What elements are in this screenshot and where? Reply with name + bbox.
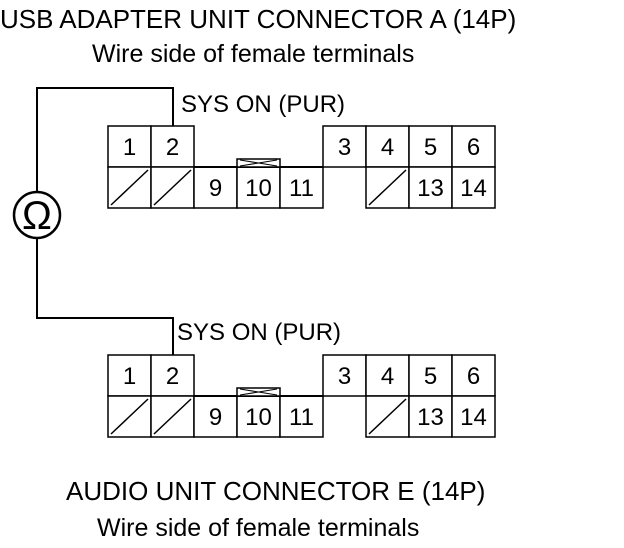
bottom-connector-cavity: 13: [408, 395, 453, 438]
bottom-connector-cavity: 10: [236, 395, 281, 438]
top-connector-lock-tab: [236, 158, 281, 168]
top-connector-pin-label: 4: [381, 134, 394, 161]
test-wires: [36, 87, 174, 356]
bottom-connector-pin-label: 4: [381, 363, 394, 390]
top-connector-cavity: 5: [408, 125, 453, 168]
top-connector-pin-label: 11: [289, 175, 314, 202]
top-connector-subtitle: Wire side of female terminals: [92, 40, 414, 68]
top-connector-pin-label: 9: [209, 175, 222, 202]
top-connector-cavity: 14: [451, 166, 496, 209]
top-connector-pin-label: 6: [467, 134, 480, 161]
bottom-connector-cavity: 2: [150, 354, 195, 397]
top-connector-cavity: 9: [193, 166, 238, 209]
top-connector-unused-cavity-mark: [153, 169, 192, 206]
top-connector-pin-label: 13: [417, 175, 444, 202]
top-connector: 1 2 3 4 5 6 9 10 11 13 14: [107, 125, 496, 209]
bottom-test-lead: [36, 237, 174, 356]
top-connector-cavity: 6: [451, 125, 496, 168]
bottom-connector-pin-label: 13: [417, 404, 444, 431]
bottom-connector-cavity: 1: [107, 354, 152, 397]
top-connector-cavity: 13: [408, 166, 453, 209]
bottom-connector-cavity: 14: [451, 395, 496, 438]
top-connector-cavity: 1: [107, 125, 152, 168]
bottom-connector-cavity: 4: [365, 354, 410, 397]
bottom-connector-cavity: 11: [279, 395, 324, 438]
bottom-connector-pin-label: 1: [123, 363, 136, 390]
bottom-connector-pin-label: 11: [289, 404, 314, 431]
bottom-connector-pin-label: 2: [166, 363, 179, 390]
top-connector-unused-cavity-mark: [110, 169, 149, 206]
top-connector-pin-label: 2: [166, 134, 179, 161]
bottom-connector-cavity: [365, 395, 410, 438]
top-wire-label: SYS ON (PUR): [181, 91, 345, 118]
top-connector-cavity: 11: [279, 166, 324, 209]
bottom-connector-unused-cavity-mark: [368, 398, 407, 435]
top-connector-cavity: [150, 166, 195, 209]
bottom-connector-pin-label: 6: [467, 363, 480, 390]
bottom-connector-cavity: 3: [322, 354, 367, 397]
bottom-connector-cavity: [150, 395, 195, 438]
bottom-wire-label: SYS ON (PUR): [177, 319, 341, 346]
bottom-connector: 1 2 3 4 5 6 9 10 11 13 14: [107, 354, 496, 438]
top-connector-unused-cavity-mark: [368, 169, 407, 206]
bottom-connector-cavity: [107, 395, 152, 438]
top-connector-cavity: [365, 166, 410, 209]
top-connector-cavity: [107, 166, 152, 209]
top-connector-pin-label: 14: [460, 175, 487, 202]
ohmmeter-circle: [12, 190, 62, 240]
bottom-connector-unused-cavity-mark: [153, 398, 192, 435]
bottom-connector-pin-label: 3: [338, 363, 351, 390]
top-connector-title: USB ADAPTER UNIT CONNECTOR A (14P): [0, 4, 516, 34]
top-test-lead: [36, 87, 174, 193]
ohmmeter: Ω: [12, 190, 62, 240]
top-connector-cavity: 2: [150, 125, 195, 168]
top-connector-pin-label: 1: [123, 134, 136, 161]
bottom-connector-cavity: 5: [408, 354, 453, 397]
bottom-connector-pin-label: 5: [424, 363, 437, 390]
top-connector-pin-label: 10: [245, 175, 272, 202]
bottom-connector-pin-label: 14: [460, 404, 487, 431]
top-connector-cavity: 4: [365, 125, 410, 168]
top-connector-pin-label: 3: [338, 134, 351, 161]
bottom-connector-pin-label: 10: [245, 404, 272, 431]
bottom-connector-cavity: 9: [193, 395, 238, 438]
bottom-connector-subtitle: Wire side of female terminals: [97, 514, 419, 542]
top-connector-pin-label: 5: [424, 134, 437, 161]
bottom-connector-cavity: 6: [451, 354, 496, 397]
bottom-connector-lock-tab: [236, 387, 281, 397]
bottom-connector-title: AUDIO UNIT CONNECTOR E (14P): [66, 476, 485, 506]
top-connector-cavity: 10: [236, 166, 281, 209]
ohm-icon: Ω: [22, 194, 52, 238]
top-connector-cavity: 3: [322, 125, 367, 168]
bottom-connector-pin-label: 9: [209, 404, 222, 431]
bottom-connector-unused-cavity-mark: [110, 398, 149, 435]
